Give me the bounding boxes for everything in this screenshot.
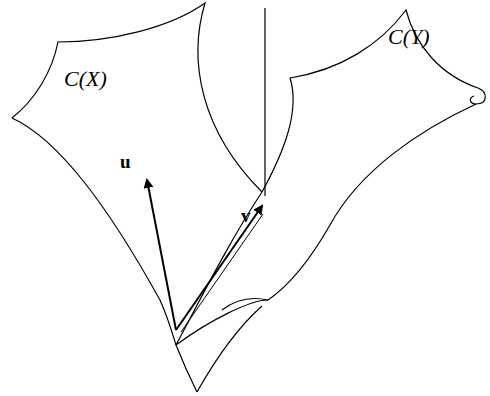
vector-label: u (120, 152, 131, 171)
vector-label: v (241, 206, 251, 225)
vector-u (147, 180, 176, 330)
surface-label: C(X) (64, 68, 107, 90)
vector-v-edge (181, 214, 263, 332)
surface-label: C(Y) (388, 26, 430, 48)
vector-v (176, 206, 262, 330)
